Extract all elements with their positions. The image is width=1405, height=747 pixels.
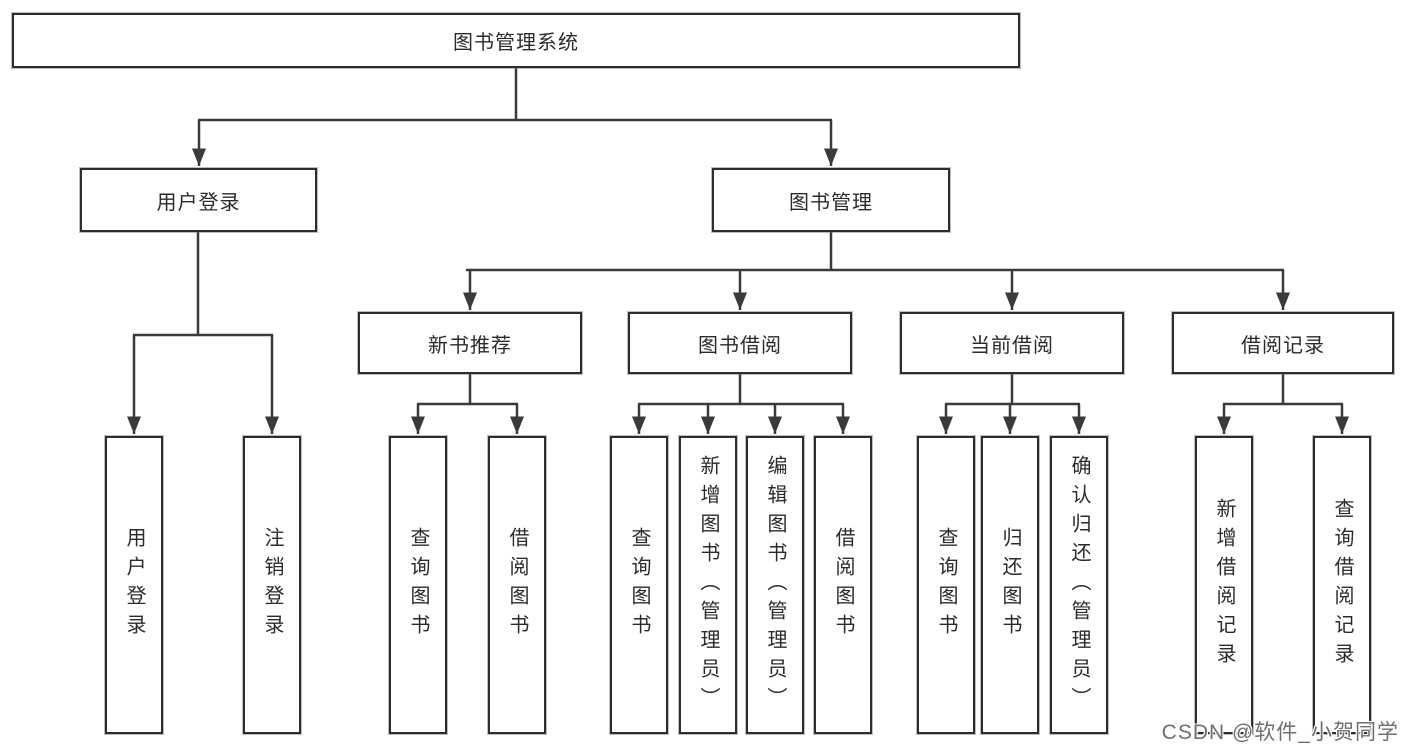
leaf-query-borrow-record: 查询借阅记录 <box>1313 436 1371 734</box>
node-label: 新书推荐 <box>428 334 512 357</box>
leaf-query-books: 查询图书 <box>917 436 975 734</box>
connector-segments <box>133 68 1343 406</box>
leaf-label: 新增借阅记录 <box>1213 498 1235 672</box>
node-book-management: 图书管理 <box>712 168 950 232</box>
leaf-label: 查询图书 <box>935 527 957 643</box>
leaf-label: 查询图书 <box>628 527 650 643</box>
leaf-label: 新增图书（管理员） <box>697 454 719 716</box>
leaf-label: 归还图书 <box>999 527 1021 643</box>
leaf-edit-book-admin: 编辑图书（管理员） <box>746 436 804 734</box>
leaf-label: 用户登录 <box>123 527 145 643</box>
csdn-watermark: CSDN @软件_小贺同学 <box>1161 721 1399 744</box>
node-current-borrowing: 当前借阅 <box>900 312 1124 374</box>
leaf-label: 借阅图书 <box>832 527 854 643</box>
node-label: 图书管理系统 <box>453 32 579 54</box>
leaf-borrow-books: 借阅图书 <box>488 436 546 734</box>
node-library-management-system: 图书管理系统 <box>12 13 1020 68</box>
node-book-borrowing: 图书借阅 <box>628 312 852 374</box>
leaf-label: 查询借阅记录 <box>1331 498 1353 672</box>
leaf-label: 注销登录 <box>261 527 283 643</box>
node-label: 图书借阅 <box>698 334 782 357</box>
leaf-label: 借阅图书 <box>506 527 528 643</box>
leaf-label: 编辑图书（管理员） <box>764 454 786 716</box>
leaf-borrow-books: 借阅图书 <box>814 436 872 734</box>
node-label: 当前借阅 <box>970 334 1054 357</box>
leaf-add-borrow-record: 新增借阅记录 <box>1195 436 1253 734</box>
node-label: 图书管理 <box>789 191 873 214</box>
node-label: 借阅记录 <box>1241 334 1325 357</box>
leaf-user-login: 用户登录 <box>105 436 163 734</box>
leaf-label: 确认归还（管理员） <box>1068 454 1090 716</box>
node-new-book-recommendation: 新书推荐 <box>358 312 582 374</box>
leaf-query-books: 查询图书 <box>610 436 668 734</box>
leaf-return-books: 归还图书 <box>981 436 1039 734</box>
node-label: 用户登录 <box>156 191 241 214</box>
leaf-add-book-admin: 新增图书（管理员） <box>679 436 737 734</box>
leaf-logout-login: 注销登录 <box>243 436 301 734</box>
node-user-login: 用户登录 <box>80 168 317 232</box>
leaf-confirm-return-admin: 确认归还（管理员） <box>1050 436 1108 734</box>
leaf-query-books: 查询图书 <box>389 436 447 734</box>
leaf-label: 查询图书 <box>407 527 429 643</box>
node-borrowing-records: 借阅记录 <box>1172 312 1394 374</box>
connector-arrows <box>127 120 1349 434</box>
